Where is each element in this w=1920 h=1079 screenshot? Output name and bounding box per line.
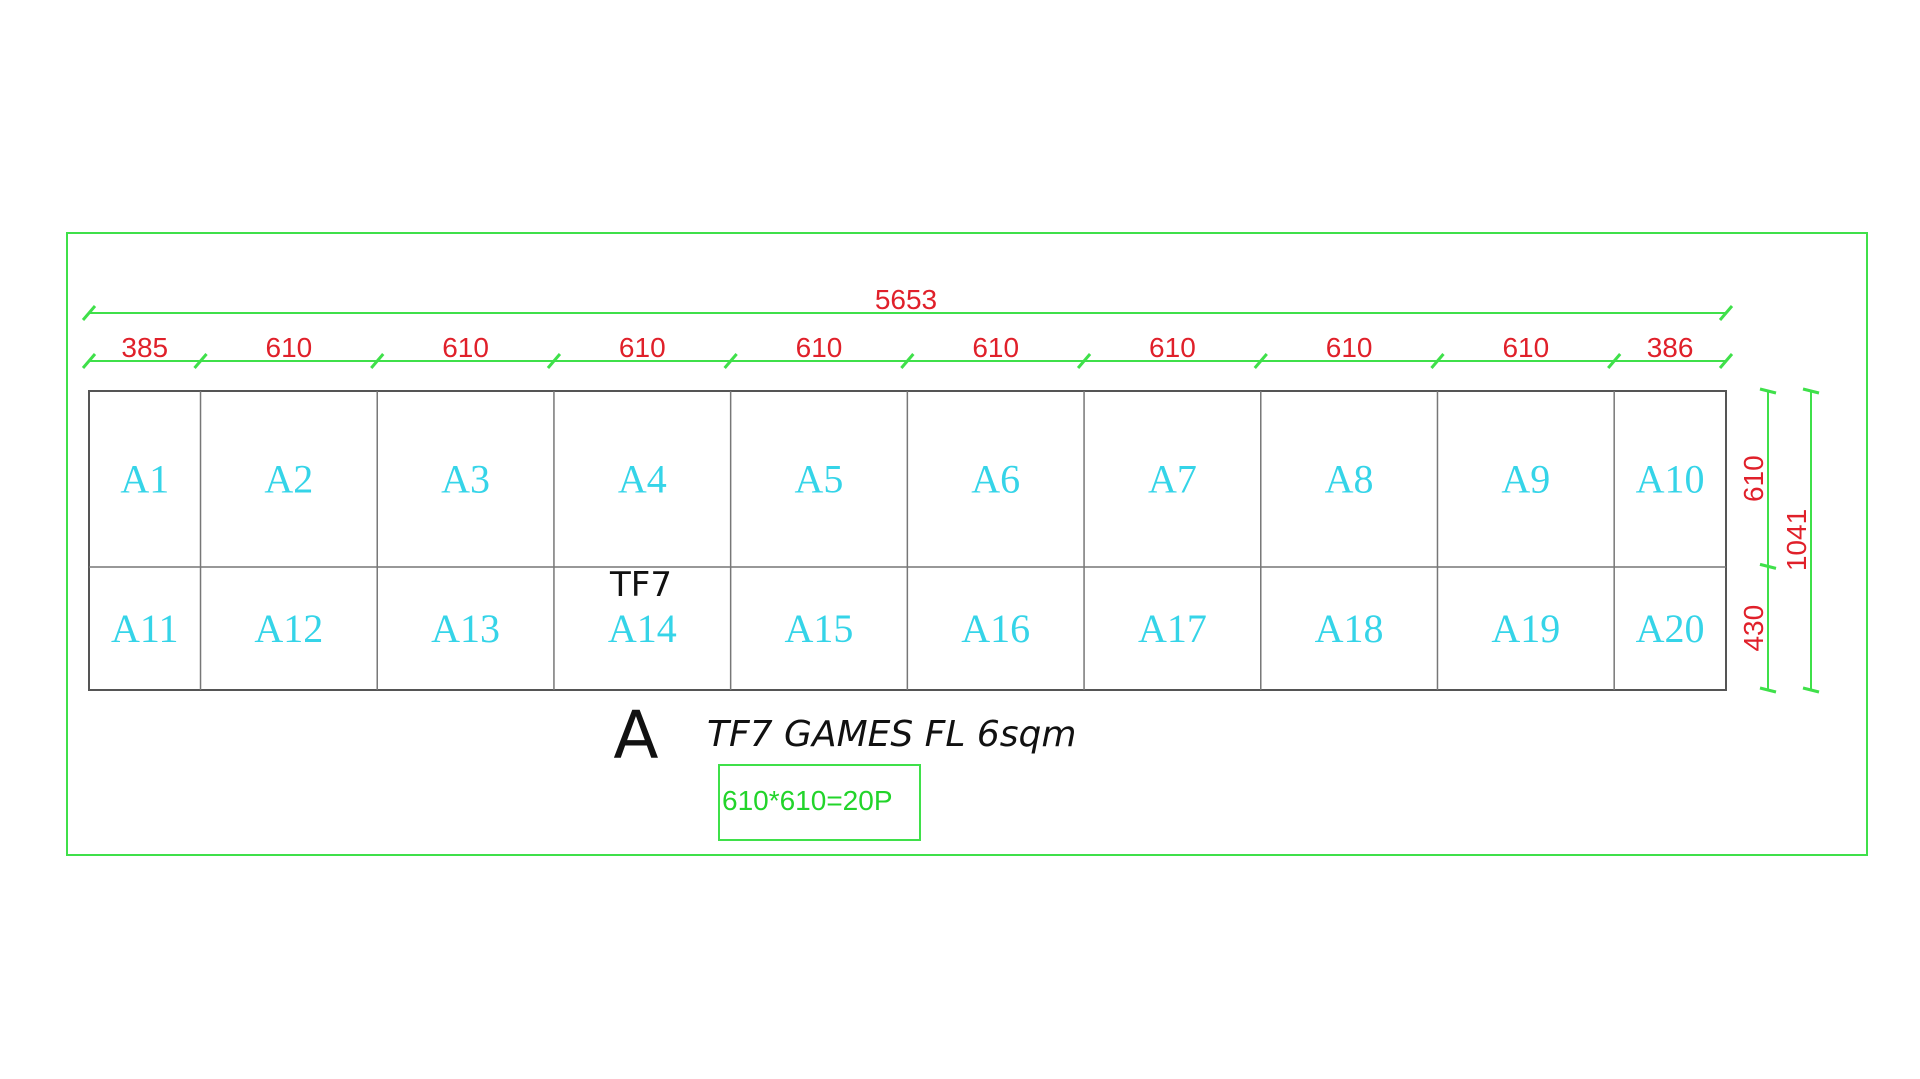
tile-cell-label: A11 [111,606,178,651]
column-width-label: 386 [1647,332,1694,363]
tile-cell-label: A1 [120,457,169,502]
dimension-tick [1759,562,1777,570]
dimension-tick [1253,353,1268,369]
tile-cell-label: A6 [971,457,1020,502]
dimension-tick [193,353,208,369]
zone-tag-label: TF7 [609,565,672,605]
overall-height-label: 1041 [1781,509,1812,571]
overall-width-label: 5653 [875,284,937,315]
dimension-tick [900,353,915,369]
tile-cell-label: A5 [795,457,844,502]
tile-cell-label: A17 [1138,606,1207,651]
tile-cell-label: A15 [785,606,854,651]
tile-cell-label: A8 [1325,457,1374,502]
dimension-tick [723,353,738,369]
dimension-tick [81,353,97,369]
tile-cell-label: A4 [618,457,667,502]
tile-cell-label: A16 [961,606,1030,651]
column-width-label: 610 [266,332,313,363]
column-width-label: 610 [1149,332,1196,363]
tile-cell-label: A18 [1315,606,1384,651]
column-width-label: 610 [1326,332,1373,363]
dimension-tick [1759,387,1777,395]
row-height-label: 430 [1738,605,1769,652]
dimension-tick [1076,353,1092,369]
dimension-tick [1607,353,1622,369]
column-width-label: 385 [121,332,168,363]
dimension-tick [1759,686,1777,694]
overall-width-dimension: 5653 [81,284,1734,321]
dimension-tick [546,353,562,369]
section-letter: A [613,697,658,774]
tile-cell-label: A13 [431,606,500,651]
tile-cell-label: A19 [1491,606,1560,651]
dimension-tick [1718,353,1734,369]
tile-cell-label: A14 [608,606,677,651]
tile-cell-label: A10 [1636,457,1705,502]
row-height-label: 610 [1738,455,1769,502]
tile-cell-label: A9 [1501,457,1550,502]
outer-frame [66,232,1868,856]
tile-cell-label: A3 [441,457,490,502]
column-width-label: 610 [442,332,489,363]
row-dimension-chain: 610 430 [1738,387,1777,694]
tile-cell-label: A20 [1636,606,1705,651]
tile-note-box: 610*610=20P [718,764,921,841]
tile-cell-label: A2 [264,457,313,502]
column-width-label: 610 [1502,332,1549,363]
tile-cell-label: A12 [254,606,323,651]
column-width-label: 610 [972,332,1019,363]
tile-cell-label: A7 [1148,457,1197,502]
column-width-label: 610 [796,332,843,363]
tile-note-label: 610*610=20P [722,785,893,816]
dimension-tick [1430,353,1445,369]
column-width-label: 610 [619,332,666,363]
dimension-tick [370,353,385,369]
column-dimension-chain: 385 610 610 610 610 610 610 610 610 386 [81,332,1734,369]
drawing-title: TF7 GAMES FL 6sqm [707,714,1076,755]
overall-height-dimension: 1041 [1781,387,1820,694]
